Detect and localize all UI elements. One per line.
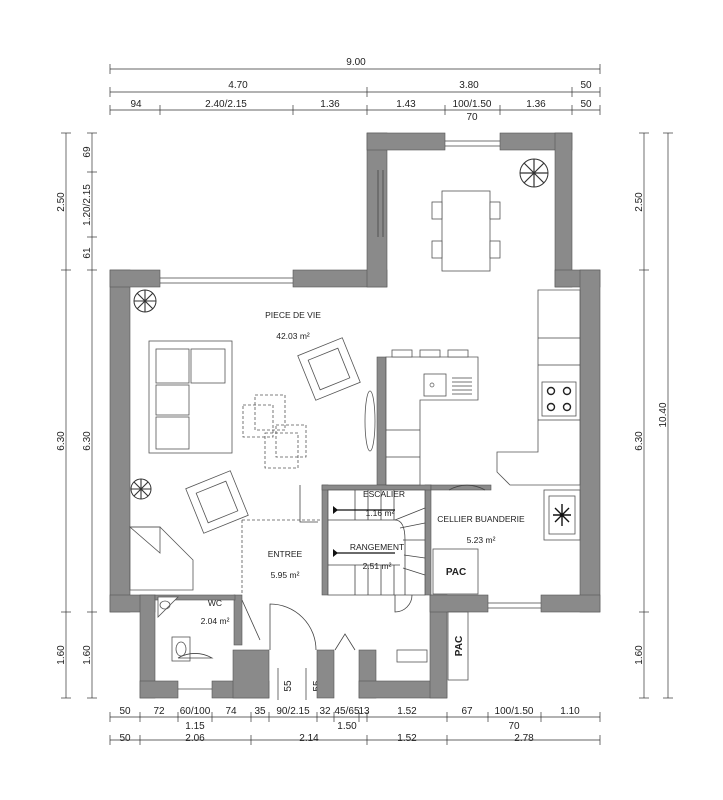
plant-icon-left-bottom [130,478,152,500]
kitchen-drainboard [452,377,472,395]
dim-top-row2-2: 3.80 [459,80,479,91]
room-name-entree: ENTREE [268,549,303,559]
dim-top-row3-7: 50 [580,99,592,110]
room-name-rangement: RANGEMENT [350,542,404,552]
dim-bottom-sub-3: 70 [508,721,520,732]
dim-top-row3-6: 1.36 [526,99,546,110]
left-dimensions: 2.50 6.30 1.60 69 1.20/2.15 61 6.30 1.60 [56,132,97,699]
room-name-escalier: ESCALIER [363,489,405,499]
cooktop-icon [541,381,577,417]
dining-table [431,190,501,272]
pac-units [432,548,479,681]
room-labels: PIECE DE VIE 42.03 m² ESCALIER 1.16 m² R… [201,310,525,656]
dim-left-outer-1: 2.50 [56,192,67,212]
dim-right-total: 10.40 [658,402,669,427]
dim-left-inner-5: 1.60 [82,645,93,665]
dim-left-inner-1: 69 [82,146,93,158]
dim-left-inner-3: 61 [82,247,93,259]
dim-bottom-12: 100/1.50 [495,706,534,717]
dim-bottom-3: 60/100 [180,706,211,717]
tv-unit [128,526,194,591]
plant-icon-top-right [519,158,549,188]
dim-bottom-sub-1: 1.15 [185,721,205,732]
room-area-piece-de-vie: 42.03 m² [276,331,310,341]
dim-bottom2-3: 2.14 [299,733,319,744]
dim-bottom2-1: 50 [119,733,131,744]
room-area-wc: 2.04 m² [201,616,230,626]
room-name-wc: WC [208,598,222,608]
room-area-escalier: 1.16 m² [366,508,395,518]
dim-top-row2-3: 50 [580,80,592,91]
coffee-tables [242,394,307,469]
plant-icon-left-top [133,289,157,313]
dim-left-outer-2: 6.30 [56,431,67,451]
windows [160,140,541,690]
pac-label-2: PAC [454,636,465,656]
sofa [148,340,233,454]
stairs [327,489,426,596]
wc-fixtures [157,596,428,663]
room-name-cellier: CELLIER BUANDERIE [437,514,525,524]
dim-left-inner-4: 6.30 [82,431,93,451]
room-area-cellier: 5.23 m² [467,535,496,545]
dim-bottom-6: 90/2.15 [276,706,310,717]
dim-bottom2-5: 2.78 [514,733,534,744]
dim-55-1: 55 [283,680,294,692]
armchair-2 [185,470,249,534]
dim-bottom-1: 50 [119,706,131,717]
pac-label-1: PAC [446,567,466,578]
kitchen [364,289,581,486]
dim-top-row3-3: 1.36 [320,99,340,110]
dim-left-outer-3: 1.60 [56,645,67,665]
dim-bottom-10: 1.52 [397,706,417,717]
dim-bottom-13: 1.10 [560,706,580,717]
plant-icons [130,158,549,500]
dim-top-total: 9.00 [346,57,366,68]
armchair-1 [297,337,361,401]
dim-right-inner-2: 6.30 [634,431,645,451]
dim-top-row2-1: 4.70 [228,80,248,91]
dim-right-inner-1: 2.50 [634,192,645,212]
dim-left-inner-2: 1.20/2.15 [82,184,93,226]
dim-top-row3-2: 2.40/2.15 [205,99,247,110]
dim-bottom-7: 32 [319,706,331,717]
room-area-rangement: 2.51 m² [363,561,392,571]
dim-top-row3-4: 1.43 [396,99,416,110]
dim-bottom-9: 13 [358,706,370,717]
dim-bottom-2: 72 [153,706,165,717]
right-dimensions: 2.50 6.30 1.60 10.40 [634,132,673,699]
dim-top-sub: 70 [466,112,478,123]
dim-bottom-8: 45/65 [334,706,359,717]
dim-bottom2-4: 1.52 [397,733,417,744]
bottom-dimensions: 50 72 60/100 74 35 90/2.15 32 45/65 13 1… [109,668,601,745]
room-name-piece-de-vie: PIECE DE VIE [265,310,321,320]
dim-bottom2-2: 2.06 [185,733,205,744]
room-area-entree: 5.95 m² [271,570,300,580]
dim-top-row3-1: 94 [130,99,142,110]
dim-bottom-11: 67 [461,706,473,717]
dim-bottom-5: 35 [254,706,266,717]
dim-right-inner-3: 1.60 [634,645,645,665]
doors [177,484,486,659]
dim-top-row3-5: 100/1.50 [453,99,492,110]
dim-bottom-4: 74 [225,706,237,717]
laundry [543,489,581,541]
dim-bottom-sub-2: 1.50 [337,721,357,732]
exterior-walls [109,132,601,699]
top-dimensions: 9.00 4.70 3.80 50 94 2.40/2.15 1.36 1.43… [109,57,601,123]
